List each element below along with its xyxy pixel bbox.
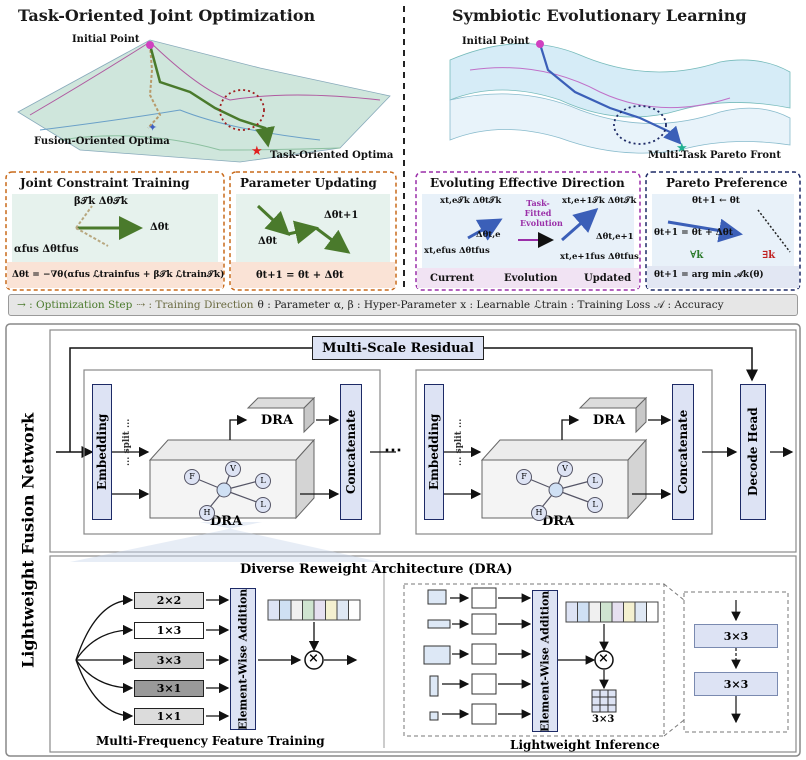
legend-item-accuracy: 𝒜 : Accuracy [654,298,724,311]
evolve-x-fus: xt,efus Δθtfus [424,246,490,256]
node-f-2: F [516,469,532,485]
network-side-label: Lightweight Fusion Network [18,412,38,668]
evolve-x-fus-updated: xt,e+1fus Δθtfus [560,252,639,262]
node-h-1: H [199,505,215,521]
split-label-2: ... split ... [454,418,464,466]
multiply-right: × [598,651,609,666]
joint-delta: Δθt [150,222,170,233]
pareto-bottom-formula: θt+1 = arg min 𝒜k(θ) [654,270,764,280]
concatenate-1: Concatenate [340,384,362,520]
network-outer [5,323,801,757]
node-v-1: V [225,461,241,477]
kernel-1x1: 1×1 [134,708,204,725]
dra-large-2: DRA [542,514,575,529]
dra-small-1: DRA [260,412,294,428]
decode-head: Decode Head [740,384,766,520]
right-caption: Lightweight Inference [510,738,660,752]
dra-large-1: DRA [210,514,243,529]
evolve-middle: Task-Fitted Evolution [520,198,563,228]
node-f-1: F [184,469,200,485]
node-l-1: L [255,473,271,489]
pareto-mid-formula: θt+1 = θt + Δθt [654,228,733,238]
pareto-top-formula: θt+1 ← θt [692,196,740,206]
evolve-delta-te1: Δθt,e+1 [596,232,634,242]
node-h-2: H [531,505,547,521]
node-l2-2: L [587,497,603,513]
left-section-title: Task-Oriented Joint Optimization [18,6,316,25]
legend-item-step: → : Optimization Step [17,299,133,311]
multiply-left: × [308,651,319,666]
left-caption: Multi-Frequency Feature Training [96,734,325,748]
joint-title: Joint Constraint Training [20,176,190,190]
kernel-3x3: 3×3 [134,652,204,669]
joint-beta-term: β𝒯k Δθ𝒯k [74,196,128,207]
evolve-x-task-updated: xt,e+1𝒯k Δθt𝒯k [562,196,637,206]
svg-text:✦: ✦ [148,121,157,134]
legend-item-direction: ⇢ : Training Direction [136,299,254,311]
kernel-3x1: 3×1 [134,680,204,697]
result-kernel: 3×3 [592,714,615,725]
legend-item-hyper: α, β : Hyper-Parameter [333,299,457,311]
pareto-forall: ∀k [690,250,704,261]
element-wise-addition-left: Element-Wise Addition [230,588,256,730]
multi-scale-residual: Multi-Scale Residual [312,336,484,360]
pareto-exists: ∃k [762,250,776,261]
node-l2-1: L [255,497,271,513]
update-title: Parameter Updating [240,176,377,190]
evolve-x-task: xt,e𝒯k Δθt𝒯k [440,196,502,206]
evolve-evolution: Evolution [504,273,558,284]
update-formula: θt+1 = θt + Δθt [256,270,344,281]
legend: → : Optimization Step ⇢ : Training Direc… [8,294,798,316]
right-section-title: Symbiotic Evolutionary Learning [452,6,747,25]
legend-item-learnable: x : Learnable [460,299,531,311]
zoom-kernel-bottom: 3×3 [694,672,778,696]
feature-vector-right [565,601,659,623]
joint-alpha-term: αfus Δθtfus [14,244,79,255]
panel-pareto-border [645,171,801,291]
loss-landscape-left: ✦ ★ [17,39,391,163]
node-v-2: V [557,461,573,477]
pareto-front-label: Multi-Task Pareto Front [648,150,781,161]
panel-update-border [229,171,397,291]
stage-ellipsis: ⋯ [384,440,402,461]
node-l-2: L [587,473,603,489]
panel-joint-border [5,171,225,291]
kernel-2x2: 2×2 [134,592,204,609]
feature-vector-left [267,599,361,621]
concatenate-2: Concatenate [672,384,694,520]
split-label-1: ... split ... [122,418,132,466]
svg-text:★: ★ [676,141,688,156]
dra-small-2: DRA [592,412,626,428]
fusion-optima-label: Fusion-Oriented Optima [34,136,170,147]
update-delta-t1: Δθt+1 [324,210,359,221]
panel-evolve-border [415,171,641,291]
svg-text:★: ★ [251,144,263,159]
evolve-current: Current [430,273,475,284]
initial-point-right: Initial Point [462,36,530,47]
zoom-kernel-top: 3×3 [694,624,778,648]
evolve-updated: Updated [584,273,632,284]
task-optima-label: Task-Oriented Optima [270,150,394,161]
update-delta-t: Δθt [258,236,278,247]
element-wise-addition-right: Element-Wise Addition [532,590,558,732]
pareto-title: Pareto Preference [666,176,788,190]
evolve-delta-te: Δθt,e [476,230,501,240]
initial-point-left: Initial Point [72,34,140,45]
dra-detail-title: Diverse Reweight Architecture (DRA) [240,562,513,577]
embedding-2: Embedding [424,384,444,520]
legend-item-parameter: θ : Parameter [257,299,330,311]
embedding-1: Embedding [92,384,112,520]
evolve-title: Evoluting Effective Direction [430,176,625,190]
loss-landscape-right: ★ [449,40,791,156]
joint-formula: Δθt = −∇θ(αfus ℒtrainfus + β𝒯k ℒtrain𝒯k) [12,270,225,280]
legend-item-loss: ℒtrain : Training Loss [534,299,651,311]
kernel-1x3: 1×3 [134,622,204,639]
